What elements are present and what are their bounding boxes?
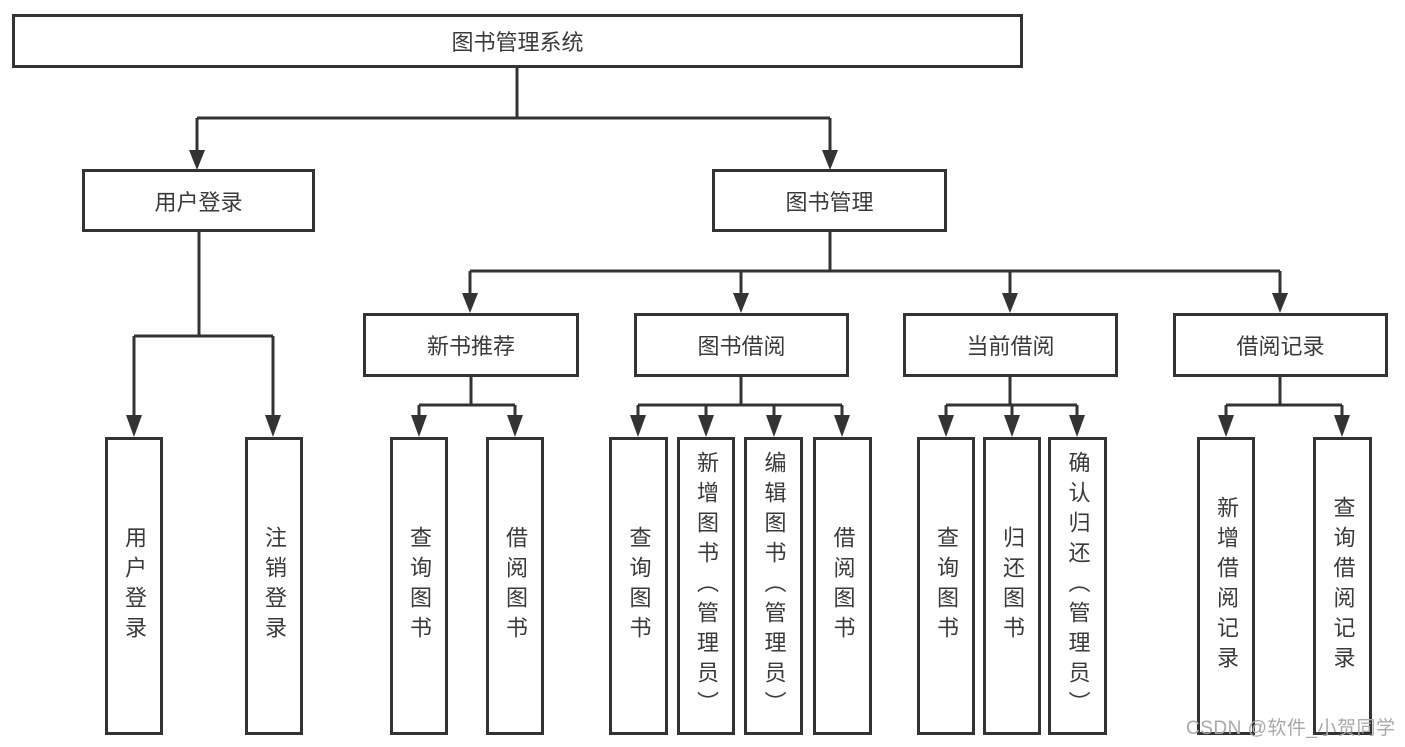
connector-line: [636, 377, 844, 422]
node-leaf-add-book-admin: 新增图书（管理员）: [677, 437, 735, 735]
arrowhead: [1218, 415, 1234, 437]
arrowhead: [1002, 293, 1018, 313]
node-leaf-logout: 注销登录: [245, 437, 303, 735]
arrowhead: [411, 415, 427, 437]
arrowhead: [834, 415, 850, 437]
connector-line: [468, 232, 1282, 298]
arrowhead: [630, 415, 646, 437]
arrowhead: [1069, 415, 1085, 437]
node-leaf-add-borrow-record: 新增借阅记录: [1197, 437, 1255, 735]
node-current-borrow: 当前借阅: [903, 313, 1118, 377]
arrowhead: [822, 150, 838, 170]
node-leaf-borrow-book-1: 借阅图书: [486, 437, 544, 735]
arrowhead: [265, 415, 281, 437]
connector-line: [1224, 377, 1344, 422]
arrowhead: [507, 415, 523, 437]
node-root: 图书管理系统: [12, 14, 1023, 68]
node-new-book-recommend: 新书推荐: [363, 313, 579, 377]
connector-line: [132, 232, 275, 422]
node-leaf-confirm-return-admin: 确认归还（管理员）: [1048, 437, 1107, 735]
node-book-management: 图书管理: [712, 169, 947, 232]
connector-line: [195, 68, 832, 156]
node-leaf-query-book-3: 查询图书: [917, 437, 975, 735]
node-leaf-query-book-2: 查询图书: [609, 437, 668, 735]
connector-line: [944, 377, 1079, 422]
node-leaf-return-book: 归还图书: [983, 437, 1041, 735]
arrowhead: [1004, 415, 1020, 437]
node-user-login-group: 用户登录: [82, 169, 315, 232]
connector-line: [417, 377, 517, 422]
node-leaf-query-book-1: 查询图书: [390, 437, 448, 735]
arrowhead: [766, 415, 782, 437]
arrowhead: [126, 415, 142, 437]
node-leaf-edit-book-admin: 编辑图书（管理员）: [744, 437, 803, 735]
arrowhead: [938, 415, 954, 437]
node-leaf-user-login: 用户登录: [105, 437, 163, 735]
node-borrow-records: 借阅记录: [1173, 313, 1388, 377]
arrowhead: [1272, 293, 1288, 313]
arrowhead: [462, 293, 478, 313]
node-leaf-query-borrow-record: 查询借阅记录: [1313, 437, 1372, 735]
arrowhead: [733, 293, 749, 313]
csdn-watermark: CSDN @软件_小贺同学: [1186, 718, 1396, 739]
node-leaf-borrow-book-2: 借阅图书: [813, 437, 872, 735]
arrowhead: [189, 150, 205, 170]
arrowhead: [698, 415, 714, 437]
node-book-borrow: 图书借阅: [634, 313, 849, 377]
arrowhead: [1334, 415, 1350, 437]
